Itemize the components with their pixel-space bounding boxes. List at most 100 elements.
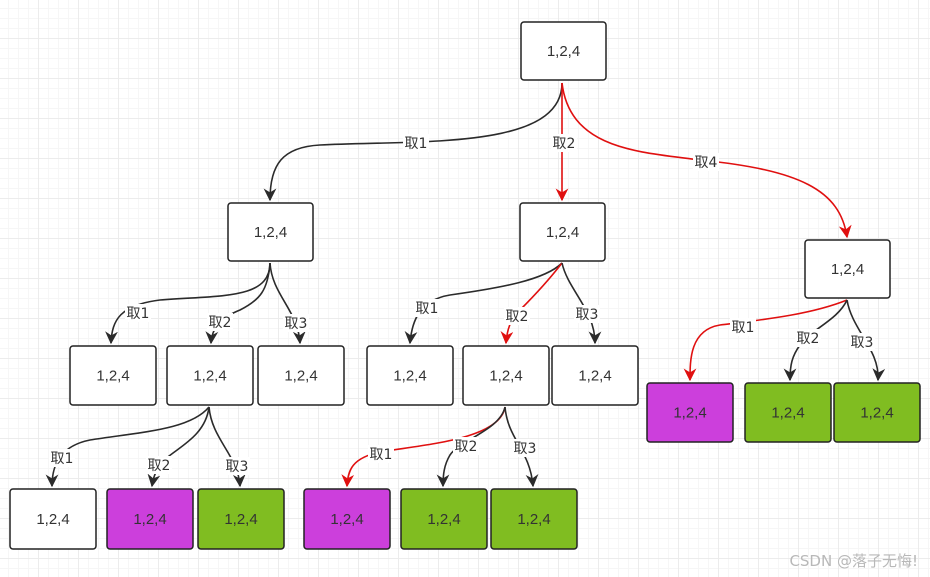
tree-node-a22: 1,2,4: [106, 488, 194, 550]
tree-node-b1: 1,2,4: [366, 345, 454, 406]
node-box-green: [400, 488, 488, 550]
tree-node-a21: 1,2,4: [9, 488, 97, 550]
tree-node-c: 1,2,4: [804, 239, 891, 299]
edge-label-b-b3: 取3: [576, 307, 599, 323]
tree-node-b21: 1,2,4: [303, 488, 391, 550]
edge-label-background: [414, 299, 440, 317]
nodes-layer: 1,2,4 1,2,4 1,2,4 1,2,4 1,2,4 1,2,4 1,2,4 1,2,4…: [9, 21, 921, 550]
edge-label-c-c2: 取2: [797, 331, 820, 347]
node-box-green: [744, 382, 832, 443]
tree-node-b22: 1,2,4: [400, 488, 488, 550]
node-label: 1,2,4: [860, 405, 893, 422]
node-box-default: [366, 345, 454, 406]
node-box-default: [804, 239, 891, 299]
edge-b-b2-highlighted: [500, 262, 563, 345]
node-box-default: [519, 202, 606, 262]
edge-label-background: [849, 333, 875, 351]
node-label: 1,2,4: [224, 511, 257, 528]
node-box-default: [227, 202, 314, 262]
edge-label-a2-a22: 取2: [148, 458, 171, 474]
edge-label-a2-a23: 取3: [226, 459, 249, 475]
node-label: 1,2,4: [133, 511, 166, 528]
edge-label-background: [125, 304, 151, 322]
tree-node-b3: 1,2,4: [551, 345, 639, 406]
edge-a2-a23: [208, 406, 246, 488]
tree-node-root: 1,2,4: [520, 21, 607, 81]
edge-label-background: [49, 449, 75, 467]
tree-node-a3: 1,2,4: [257, 345, 345, 406]
node-label: 1,2,4: [96, 368, 129, 385]
edge-label-background: [551, 134, 577, 152]
edge-c-c1-highlighted: [683, 299, 848, 382]
tree-node-c3: 1,2,4: [833, 382, 921, 443]
node-label: 1,2,4: [489, 368, 522, 385]
edge-label-background: [283, 314, 309, 332]
node-label: 1,2,4: [771, 405, 804, 422]
edge-label-a2-a21: 取1: [51, 451, 74, 467]
edge-a2-a22: [147, 406, 210, 488]
edge-label-b-b2: 取2: [506, 309, 529, 325]
node-label: 1,2,4: [427, 511, 460, 528]
edge-label-background: [403, 134, 429, 152]
node-box-green: [490, 488, 578, 550]
node-label: 1,2,4: [547, 43, 580, 60]
node-box-green: [197, 488, 285, 550]
edge-label-background: [224, 457, 250, 475]
node-label: 1,2,4: [831, 261, 864, 278]
edge-label-b2-b23: 取3: [514, 441, 537, 457]
edge-label-a-a1: 取1: [127, 306, 150, 322]
tree-node-b: 1,2,4: [519, 202, 606, 262]
edge-label-background: [368, 445, 394, 463]
edge-label-a-a3: 取3: [285, 316, 308, 332]
node-box-default: [166, 345, 254, 406]
edge-label-b2-b22: 取2: [455, 439, 478, 455]
edge-b-b3: [561, 262, 602, 345]
edge-b2-b22: [436, 406, 506, 488]
edge-label-root-c: 取4: [695, 155, 718, 171]
watermark: CSDN @落子无悔!: [789, 552, 918, 570]
edge-label-background: [730, 318, 756, 336]
node-box-green: [833, 382, 921, 443]
node-label: 1,2,4: [330, 511, 363, 528]
edge-label-root-a: 取1: [405, 136, 428, 152]
edge-label-background: [574, 305, 600, 323]
edge-a-a1: [105, 262, 271, 345]
node-label: 1,2,4: [673, 405, 706, 422]
edge-label-background: [504, 307, 530, 325]
node-box-default: [257, 345, 345, 406]
node-box-default: [520, 21, 607, 81]
tree-node-a2: 1,2,4: [166, 345, 254, 406]
tree-node-c2: 1,2,4: [744, 382, 832, 443]
node-label: 1,2,4: [254, 224, 287, 241]
tree-node-b23: 1,2,4: [490, 488, 578, 550]
node-box-default: [462, 345, 550, 406]
node-box-default: [69, 345, 157, 406]
tree-node-a23: 1,2,4: [197, 488, 285, 550]
edge-label-background: [146, 456, 172, 474]
tree-node-b2: 1,2,4: [462, 345, 550, 406]
edge-label-background: [512, 439, 538, 457]
edge-label-a-a2: 取2: [209, 315, 232, 331]
edge-label-root-b: 取2: [553, 136, 576, 152]
edge-label-background: [207, 313, 233, 331]
edge-a2-a21: [45, 406, 210, 488]
node-box-default: [551, 345, 639, 406]
node-box-default: [9, 488, 97, 550]
edge-label-b2-b21: 取1: [370, 447, 393, 463]
edge-label-b-b1: 取1: [416, 301, 439, 317]
node-label: 1,2,4: [546, 224, 579, 241]
node-label: 1,2,4: [284, 368, 317, 385]
edge-root-a: [263, 82, 563, 202]
tree-node-a1: 1,2,4: [69, 345, 157, 406]
node-label: 1,2,4: [578, 368, 611, 385]
edge-label-background: [453, 437, 479, 455]
node-label: 1,2,4: [393, 368, 426, 385]
edge-label-background: [693, 153, 719, 171]
edge-b-b1: [404, 262, 563, 345]
node-label: 1,2,4: [193, 368, 226, 385]
node-label: 1,2,4: [517, 511, 550, 528]
tree-node-c1: 1,2,4: [646, 382, 734, 443]
node-label: 1,2,4: [36, 511, 69, 528]
node-box-purple: [303, 488, 391, 550]
